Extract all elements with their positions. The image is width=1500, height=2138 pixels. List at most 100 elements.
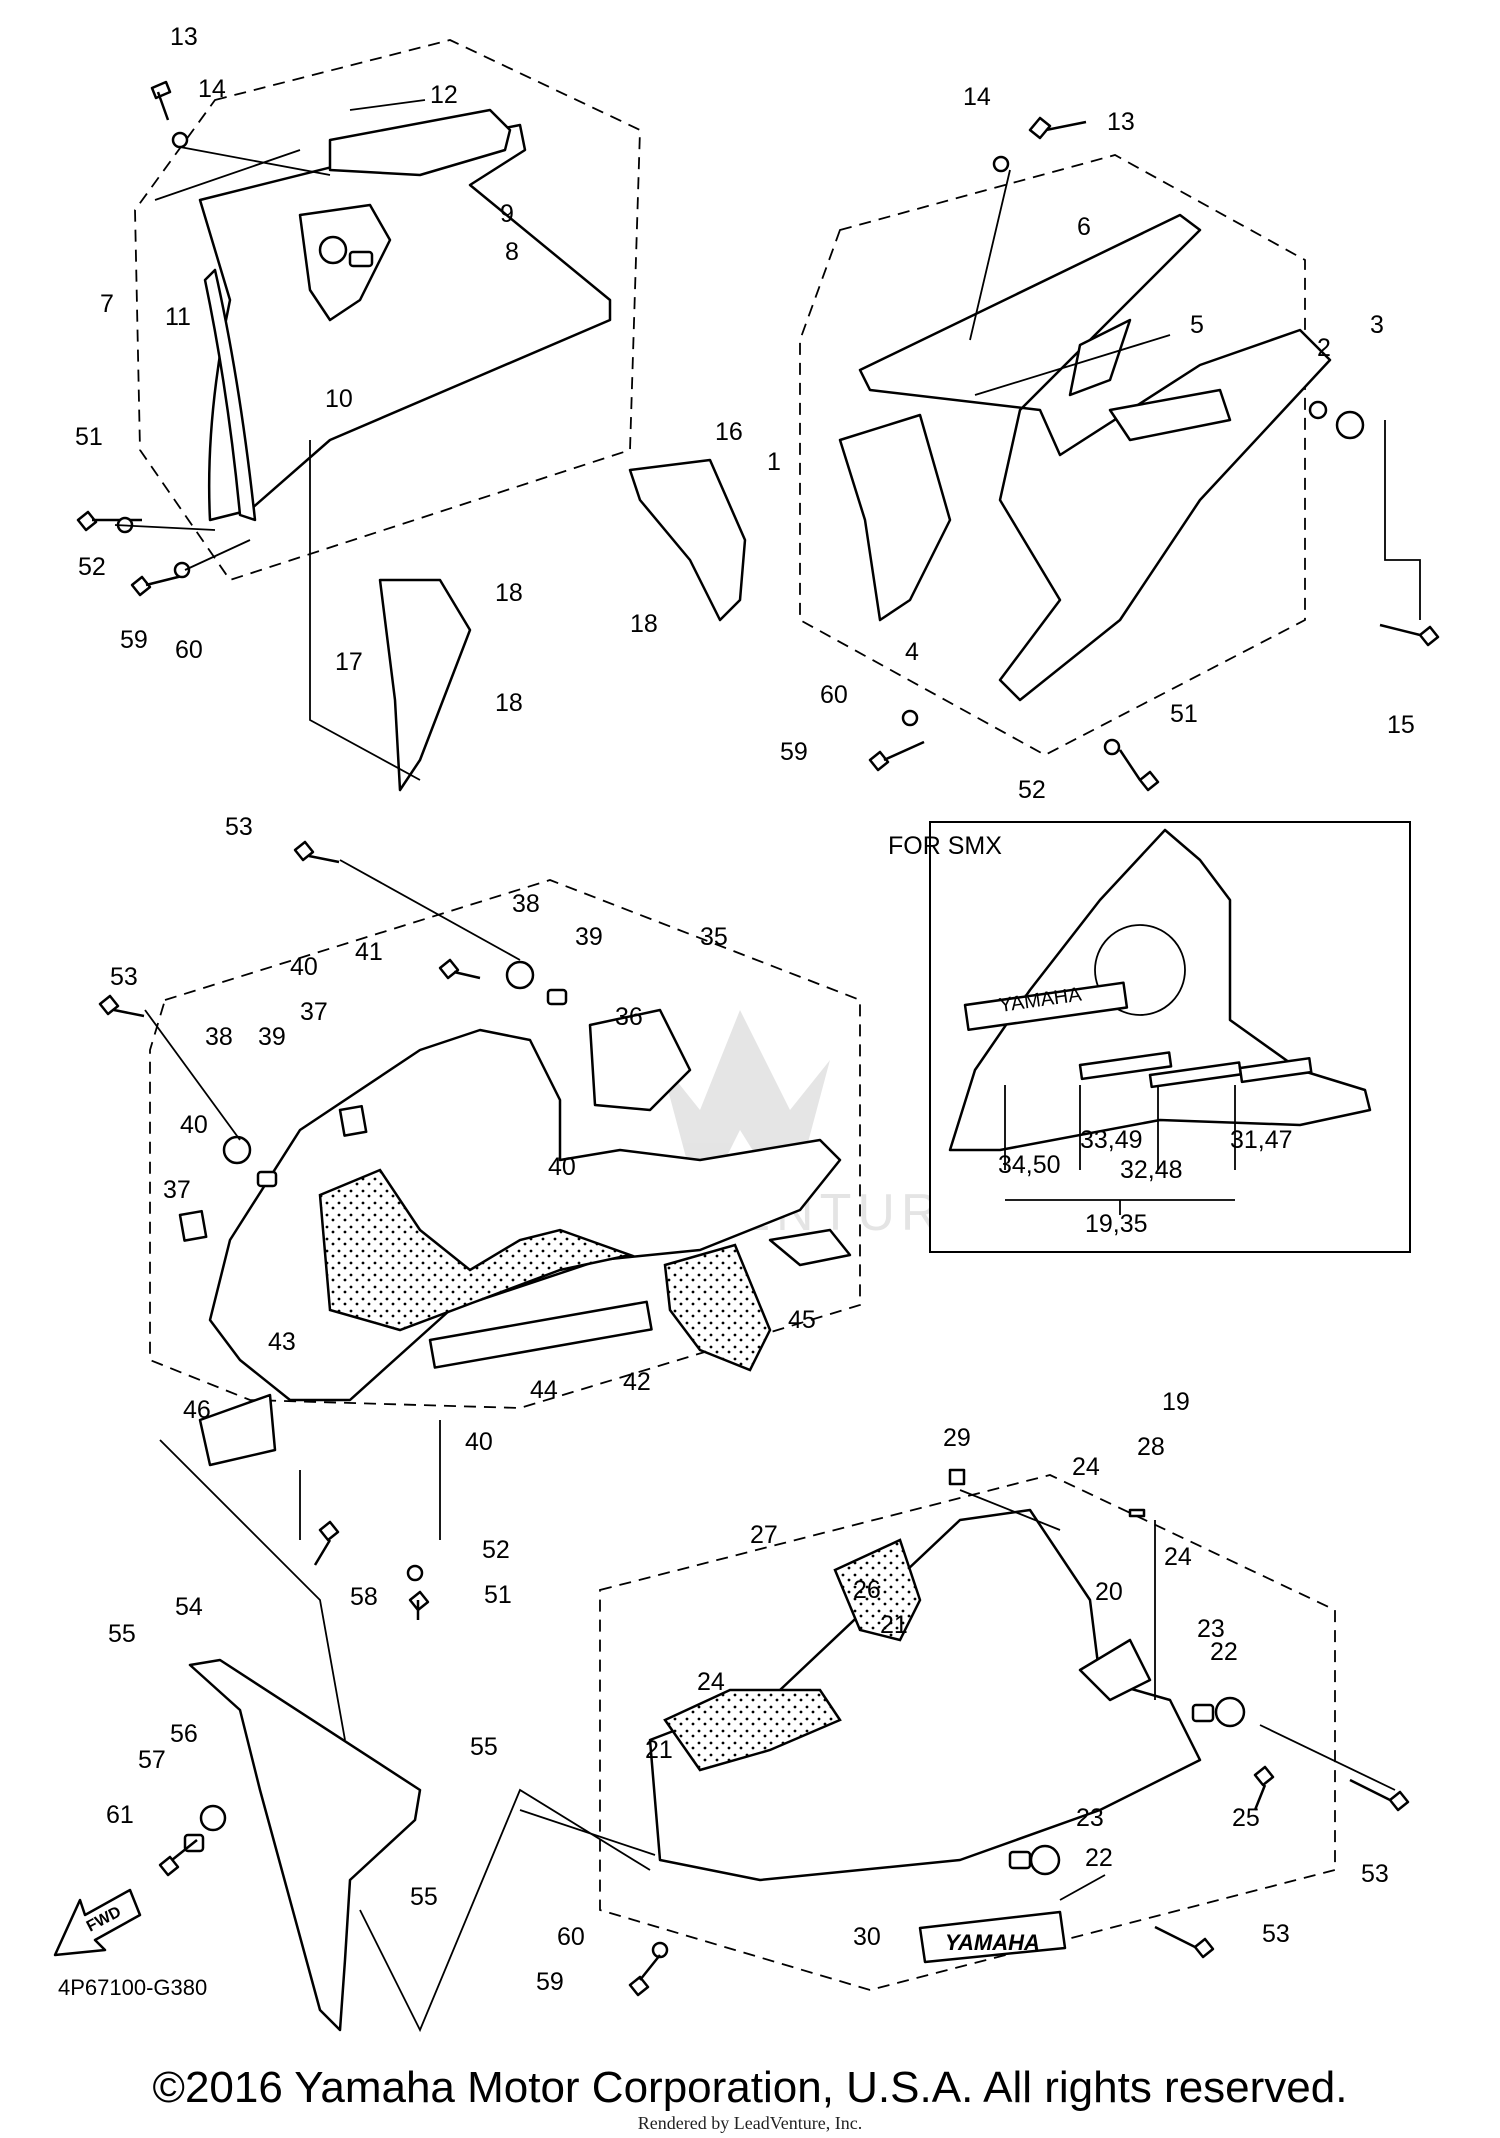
mat-27: [663, 1688, 842, 1772]
callout-37a: 37: [300, 998, 328, 1026]
callout-24a: 24: [1072, 1453, 1100, 1481]
molding-11: [203, 268, 257, 522]
callout-59b: 59: [780, 738, 808, 766]
collar-8: [348, 250, 374, 268]
smx-decal-34-50: [963, 981, 1129, 1032]
callout-40b: 40: [180, 1111, 208, 1139]
clip-37-lower: [178, 1209, 208, 1242]
callout-52b: 52: [1018, 776, 1046, 804]
callout-53d: 53: [1262, 1920, 1290, 1948]
screw-51-center: [408, 1590, 430, 1620]
callout-57: 57: [138, 1746, 166, 1774]
callout-28: 28: [1137, 1433, 1165, 1461]
callout-52a: 52: [78, 553, 106, 581]
callout-52c: 52: [482, 1536, 510, 1564]
callout-26: 26: [853, 1576, 881, 1604]
callout-14b: 14: [963, 83, 991, 111]
callout-36: 36: [615, 1003, 643, 1031]
mat-43: [318, 1168, 635, 1332]
callout-40d: 40: [465, 1428, 493, 1456]
collar-2: [1308, 400, 1328, 420]
screw-53-bottom: [1154, 1925, 1215, 1959]
group-boundary-1: [799, 154, 1306, 757]
callout-22a: 22: [1210, 1638, 1238, 1666]
screw-61: [158, 1839, 198, 1877]
washer-60-left: [173, 561, 191, 579]
inner-panel-4: [838, 413, 952, 622]
callout-labels: 13 14 12 9 8 10 7 11 51 52 59 60 17 18 1…: [75, 23, 1415, 1996]
callout-12: 12: [430, 81, 458, 109]
screw-51-right: [1118, 749, 1160, 792]
side-cowl-left: [198, 123, 612, 522]
under-cowl-group-19: YAMAHA: [599, 1468, 1336, 1991]
collar-39-lower: [256, 1170, 278, 1188]
smx-decal-31-47: [1238, 1057, 1313, 1084]
rendered-by-credit: Rendered by LeadVenture, Inc.: [637, 2113, 863, 2133]
callout-38b: 38: [205, 1023, 233, 1051]
graphic-5: [1108, 388, 1232, 442]
callout-45: 45: [788, 1306, 816, 1334]
stay-16: [628, 458, 747, 622]
emblem-30: [918, 1910, 1067, 1964]
group-boundary-7: [134, 39, 641, 582]
leader-lines: [114, 99, 1421, 2033]
stay-54: [188, 1658, 422, 2032]
callout-32-48: 32,48: [1120, 1156, 1183, 1184]
callout-53c: 53: [1361, 1860, 1389, 1888]
callout-18a: 18: [495, 579, 523, 607]
screw-25: [1253, 1765, 1275, 1811]
copyright-footer: ©2016 Yamaha Motor Corporation, U.S.A. A…: [152, 2063, 1348, 2112]
washer-14-right: [992, 155, 1010, 173]
callout-24b: 24: [1164, 1543, 1192, 1571]
callout-61: 61: [106, 1801, 134, 1829]
washer-52-right: [1103, 738, 1121, 756]
inset-title: FOR SMX: [888, 832, 1002, 860]
callout-10: 10: [325, 385, 353, 413]
screw-15: [1379, 623, 1440, 647]
stay-17: [378, 578, 472, 792]
callout-53b: 53: [110, 963, 138, 991]
callout-6: 6: [1077, 213, 1091, 241]
mat-42: [663, 1243, 772, 1372]
screw-13-left: [150, 80, 172, 121]
callout-1: 1: [767, 448, 781, 476]
callout-27: 27: [750, 1521, 778, 1549]
callout-13b: 13: [1107, 108, 1135, 136]
callout-30: 30: [853, 1923, 881, 1951]
callout-7: 7: [100, 290, 114, 318]
callout-19-35: 19,35: [1085, 1210, 1148, 1238]
callout-40a: 40: [290, 953, 318, 981]
callout-38a: 38: [512, 890, 540, 918]
callout-18c: 18: [630, 610, 658, 638]
callout-11: 11: [165, 303, 191, 331]
callout-60a: 60: [175, 636, 203, 664]
side-cowl-right-group: [799, 154, 1365, 757]
callout-18b: 18: [495, 689, 523, 717]
callout-17: 17: [335, 648, 363, 676]
collar-39-upper: [546, 988, 568, 1006]
callout-24c: 24: [697, 1668, 725, 1696]
callout-5: 5: [1190, 311, 1204, 339]
callout-41: 41: [355, 938, 383, 966]
callout-42: 42: [623, 1368, 651, 1396]
callout-21a: 21: [880, 1611, 908, 1639]
grommet-22-lower: [1029, 1844, 1061, 1876]
washer-60-right: [901, 709, 919, 727]
clip-28: [1128, 1508, 1146, 1518]
callout-54: 54: [175, 1593, 203, 1621]
side-cowl-right: [858, 213, 1332, 702]
group-boundary-35: [149, 879, 861, 1409]
callout-51c: 51: [484, 1581, 512, 1609]
washer-14-left: [171, 131, 189, 149]
callout-21b: 21: [645, 1736, 673, 1764]
callout-3: 3: [1370, 311, 1384, 339]
screw-41: [438, 958, 481, 980]
piece-46: [198, 1393, 277, 1467]
bracket-group-54: [183, 1658, 422, 2032]
callout-59c: 59: [536, 1968, 564, 1996]
callout-22b: 22: [1085, 1844, 1113, 1872]
callout-39a: 39: [575, 923, 603, 951]
screw-13-right: [1028, 116, 1087, 140]
